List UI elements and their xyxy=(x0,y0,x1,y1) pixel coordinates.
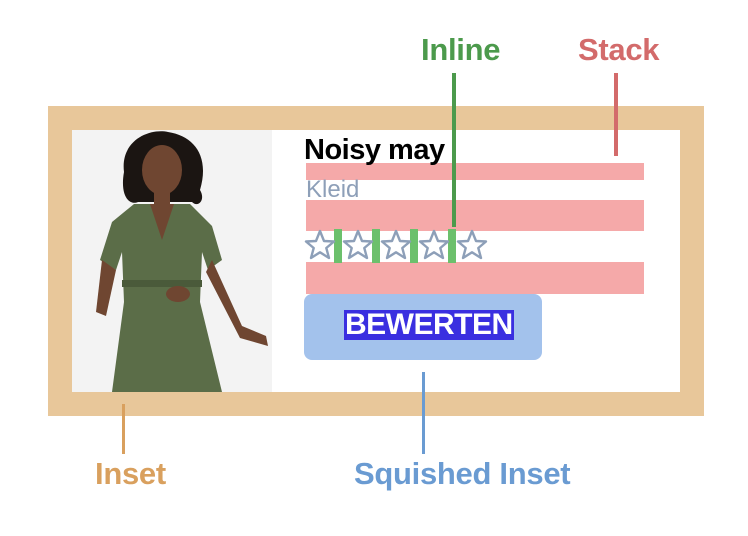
stack-spacing-bar-3 xyxy=(306,262,644,294)
stack-callout-line xyxy=(614,73,618,156)
dress-photo xyxy=(72,130,272,392)
inset-callout-line xyxy=(122,404,125,454)
inline-spacing-bar-3 xyxy=(410,229,418,263)
inset-label: Inset xyxy=(95,456,166,491)
product-brand: Noisy may xyxy=(304,134,445,166)
squished-inset-callout-line xyxy=(422,372,425,454)
rate-button[interactable]: BEWERTEN xyxy=(304,294,542,360)
inline-callout-line xyxy=(452,73,456,227)
star-outline-icon[interactable] xyxy=(456,229,488,261)
squished-inset-label: Squished Inset xyxy=(354,456,571,491)
product-photo[interactable] xyxy=(72,130,272,392)
stack-spacing-bar-1 xyxy=(306,163,644,180)
star-outline-icon[interactable] xyxy=(418,229,450,261)
inline-spacing-bar-1 xyxy=(334,229,342,263)
stack-label: Stack xyxy=(578,32,660,67)
inline-label: Inline xyxy=(421,32,501,67)
star-outline-icon[interactable] xyxy=(304,229,336,261)
star-outline-icon[interactable] xyxy=(342,229,374,261)
star-outline-icon[interactable] xyxy=(380,229,412,261)
inline-spacing-bar-2 xyxy=(372,229,380,263)
stack-spacing-bar-2 xyxy=(306,200,644,231)
rate-button-label: BEWERTEN xyxy=(344,308,514,341)
product-category: Kleid xyxy=(306,176,360,203)
inline-spacing-bar-4 xyxy=(448,229,456,263)
